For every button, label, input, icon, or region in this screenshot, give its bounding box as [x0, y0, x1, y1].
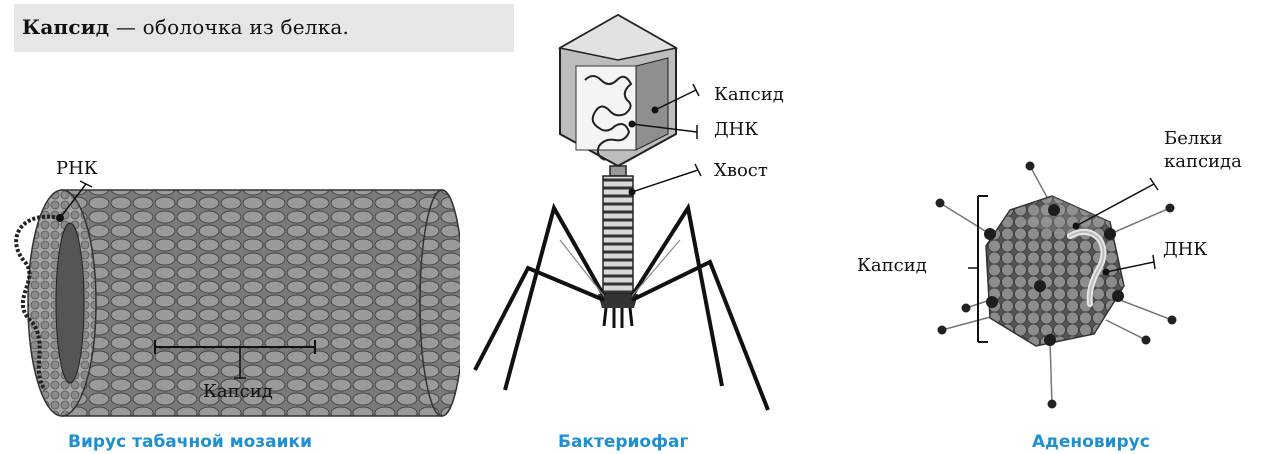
adeno-proteins-pointer: [1076, 184, 1154, 226]
phage-tail: [603, 176, 633, 294]
adeno-dna: [1070, 232, 1104, 304]
phage-legs: [475, 208, 768, 410]
phage-tail-label: Хвост: [714, 160, 768, 181]
adeno-proteins-label-line1: Белки: [1164, 128, 1223, 149]
phage-capsid-pointer: [655, 90, 696, 110]
phage-capsid-label: Капсид: [714, 84, 784, 105]
adeno-fibers: [940, 166, 1172, 404]
adeno-proteins-label-line2: капсида: [1164, 151, 1242, 172]
tmv-core: [56, 223, 84, 383]
tmv-rod-end: [420, 190, 460, 416]
phage-caption: Бактериофаг: [558, 432, 688, 452]
tmv-caption: Вирус табачной мозаики: [68, 432, 312, 452]
phage-dna-pointer: [632, 124, 697, 132]
tmv-capsid-label: Капсид: [203, 381, 273, 402]
phage-dna-label: ДНК: [714, 119, 758, 140]
adeno-capsid-body: [986, 196, 1124, 346]
adeno-capsid-label: Капсид: [857, 255, 927, 276]
tmv-rna-label: РНК: [56, 158, 98, 179]
phage-dna: [585, 76, 631, 160]
phage-head: [560, 15, 676, 166]
adeno-caption: Аденовирус: [1032, 432, 1150, 452]
adeno-fiber-knobs: [936, 162, 1177, 409]
adeno-dna-pointer: [1106, 262, 1154, 272]
phage-tail-pointer: [632, 170, 698, 192]
adeno-dna-label: ДНК: [1163, 239, 1207, 260]
